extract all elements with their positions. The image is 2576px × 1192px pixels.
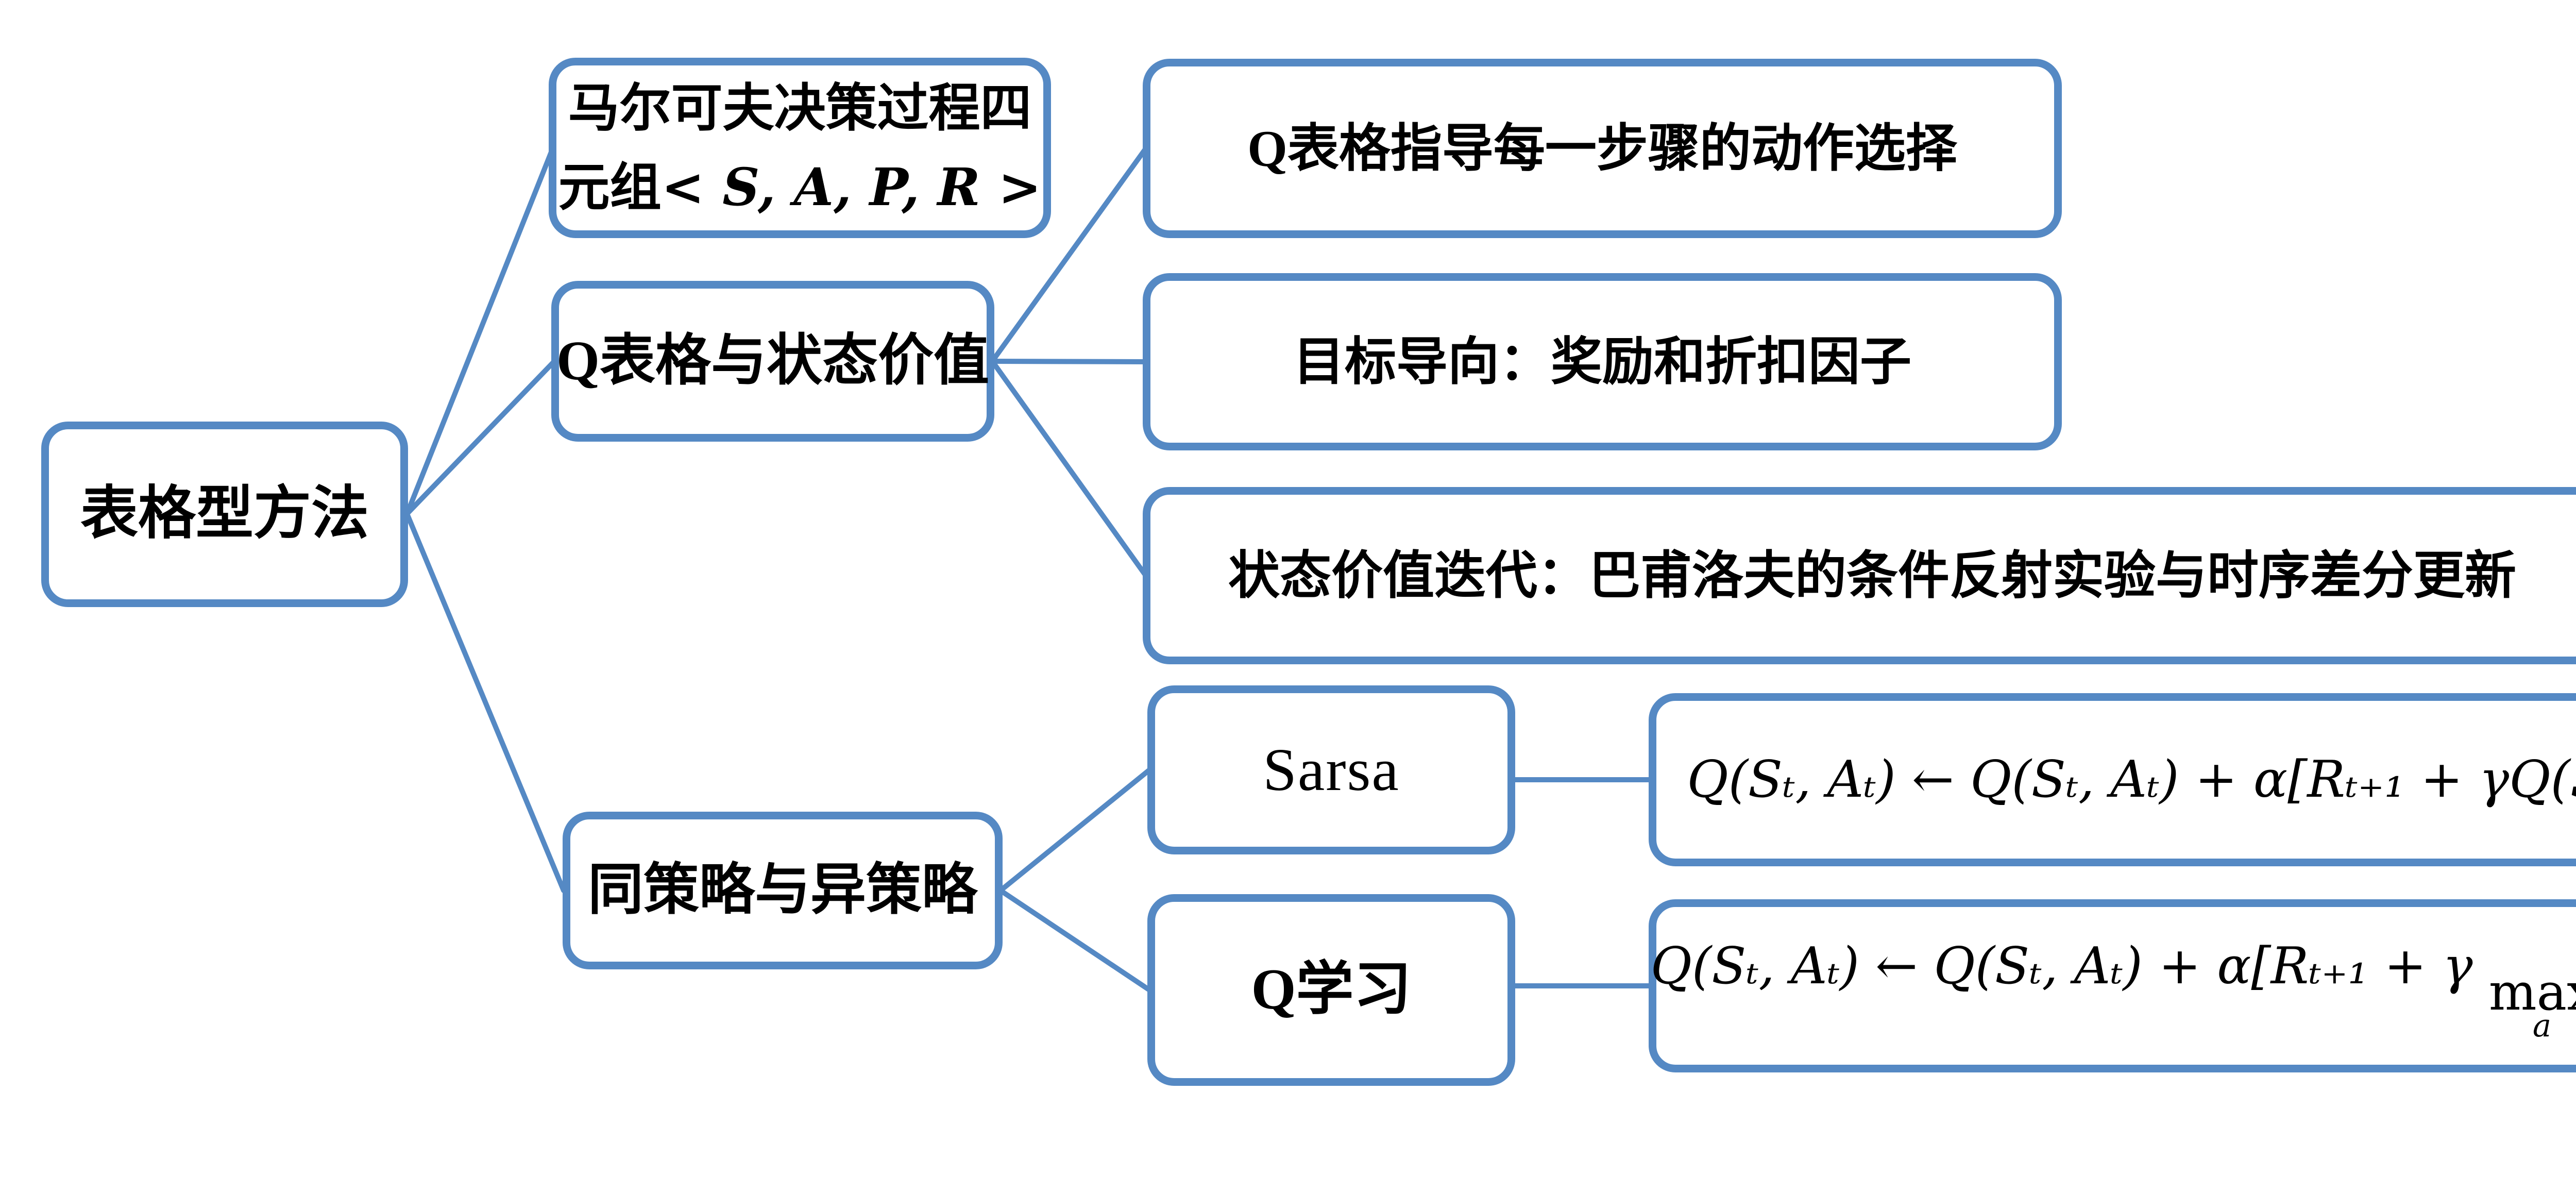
- q-learning-update-formula: Q(Sₜ, Aₜ) ← Q(Sₜ, Aₜ) + α[Rₜ₊₁ + γ maxa …: [1650, 932, 2576, 1044]
- node-q-learning-formula: Q(Sₜ, Aₜ) ← Q(Sₜ, Aₜ) + α[Rₜ₊₁ + γ maxa …: [1649, 899, 2576, 1072]
- connector-qtable-to-goal: [990, 359, 1148, 364]
- node-mdp-tuple: 马尔可夫决策过程四 元组< S, A, P, R >: [549, 58, 1051, 238]
- connector-root-to-mdp: [404, 147, 555, 516]
- node-q-learning-label: Q学习: [1251, 958, 1412, 1022]
- node-q-learning: Q学习: [1147, 894, 1515, 1086]
- node-tabular-methods-label: 表格型方法: [80, 482, 369, 546]
- node-mdp-tuple-line2-math: < S, A, P, R >: [661, 156, 1042, 217]
- node-q-table-state-value: Q表格与状态价值: [551, 281, 994, 442]
- node-q-table-guides-action: Q表格指导每一步骤的动作选择: [1143, 59, 2062, 238]
- node-q-table-state-value-label: Q表格与状态价值: [556, 330, 990, 392]
- sarsa-update-formula: Q(Sₜ, Aₜ) ← Q(Sₜ, Aₜ) + α[Rₜ₊₁ + γQ(Sₜ₊₁…: [1687, 750, 2576, 809]
- connector-root-to-policy: [404, 511, 566, 893]
- node-state-value-iteration-label: 状态价值迭代：巴甫洛夫的条件反射实验与时序差分更新: [1228, 547, 2516, 605]
- connector-policy-to-sarsa: [998, 767, 1152, 893]
- node-on-policy-off-policy: 同策略与异策略: [563, 812, 1003, 969]
- connector-qtable-to-q-guides: [990, 146, 1148, 364]
- q-learning-formula-before: Q(Sₜ, Aₜ) ← Q(Sₜ, Aₜ) + α[Rₜ₊₁ + γ: [1650, 937, 2489, 996]
- node-sarsa: Sarsa: [1147, 685, 1515, 854]
- max-operator-subscript: a: [2532, 1008, 2552, 1044]
- node-sarsa-label: Sarsa: [1263, 736, 1400, 804]
- node-tabular-methods: 表格型方法: [41, 422, 408, 607]
- node-mdp-tuple-line2-prefix: 元组: [558, 159, 662, 216]
- connector-root-to-qtable: [404, 359, 557, 516]
- node-sarsa-formula: Q(Sₜ, Aₜ) ← Q(Sₜ, Aₜ) + α[Rₜ₊₁ + γQ(Sₜ₊₁…: [1649, 693, 2576, 866]
- max-operator-stack: maxa: [2488, 963, 2576, 1044]
- node-goal-oriented: 目标导向：奖励和折扣因子: [1143, 273, 2062, 450]
- node-goal-oriented-label: 目标导向：奖励和折扣因子: [1293, 333, 1911, 391]
- connector-policy-to-q-learning: [998, 888, 1152, 993]
- max-operator: max: [2488, 963, 2576, 1022]
- connector-qtable-to-state-value: [990, 359, 1148, 578]
- node-q-table-guides-action-label: Q表格指导每一步骤的动作选择: [1247, 120, 1957, 177]
- node-on-policy-off-policy-label: 同策略与异策略: [587, 860, 977, 921]
- node-mdp-tuple-line2: 元组< S, A, P, R >: [558, 153, 1042, 223]
- node-mdp-tuple-line1: 马尔可夫决策过程四: [568, 79, 1032, 137]
- node-state-value-iteration: 状态价值迭代：巴甫洛夫的条件反射实验与时序差分更新: [1143, 487, 2576, 664]
